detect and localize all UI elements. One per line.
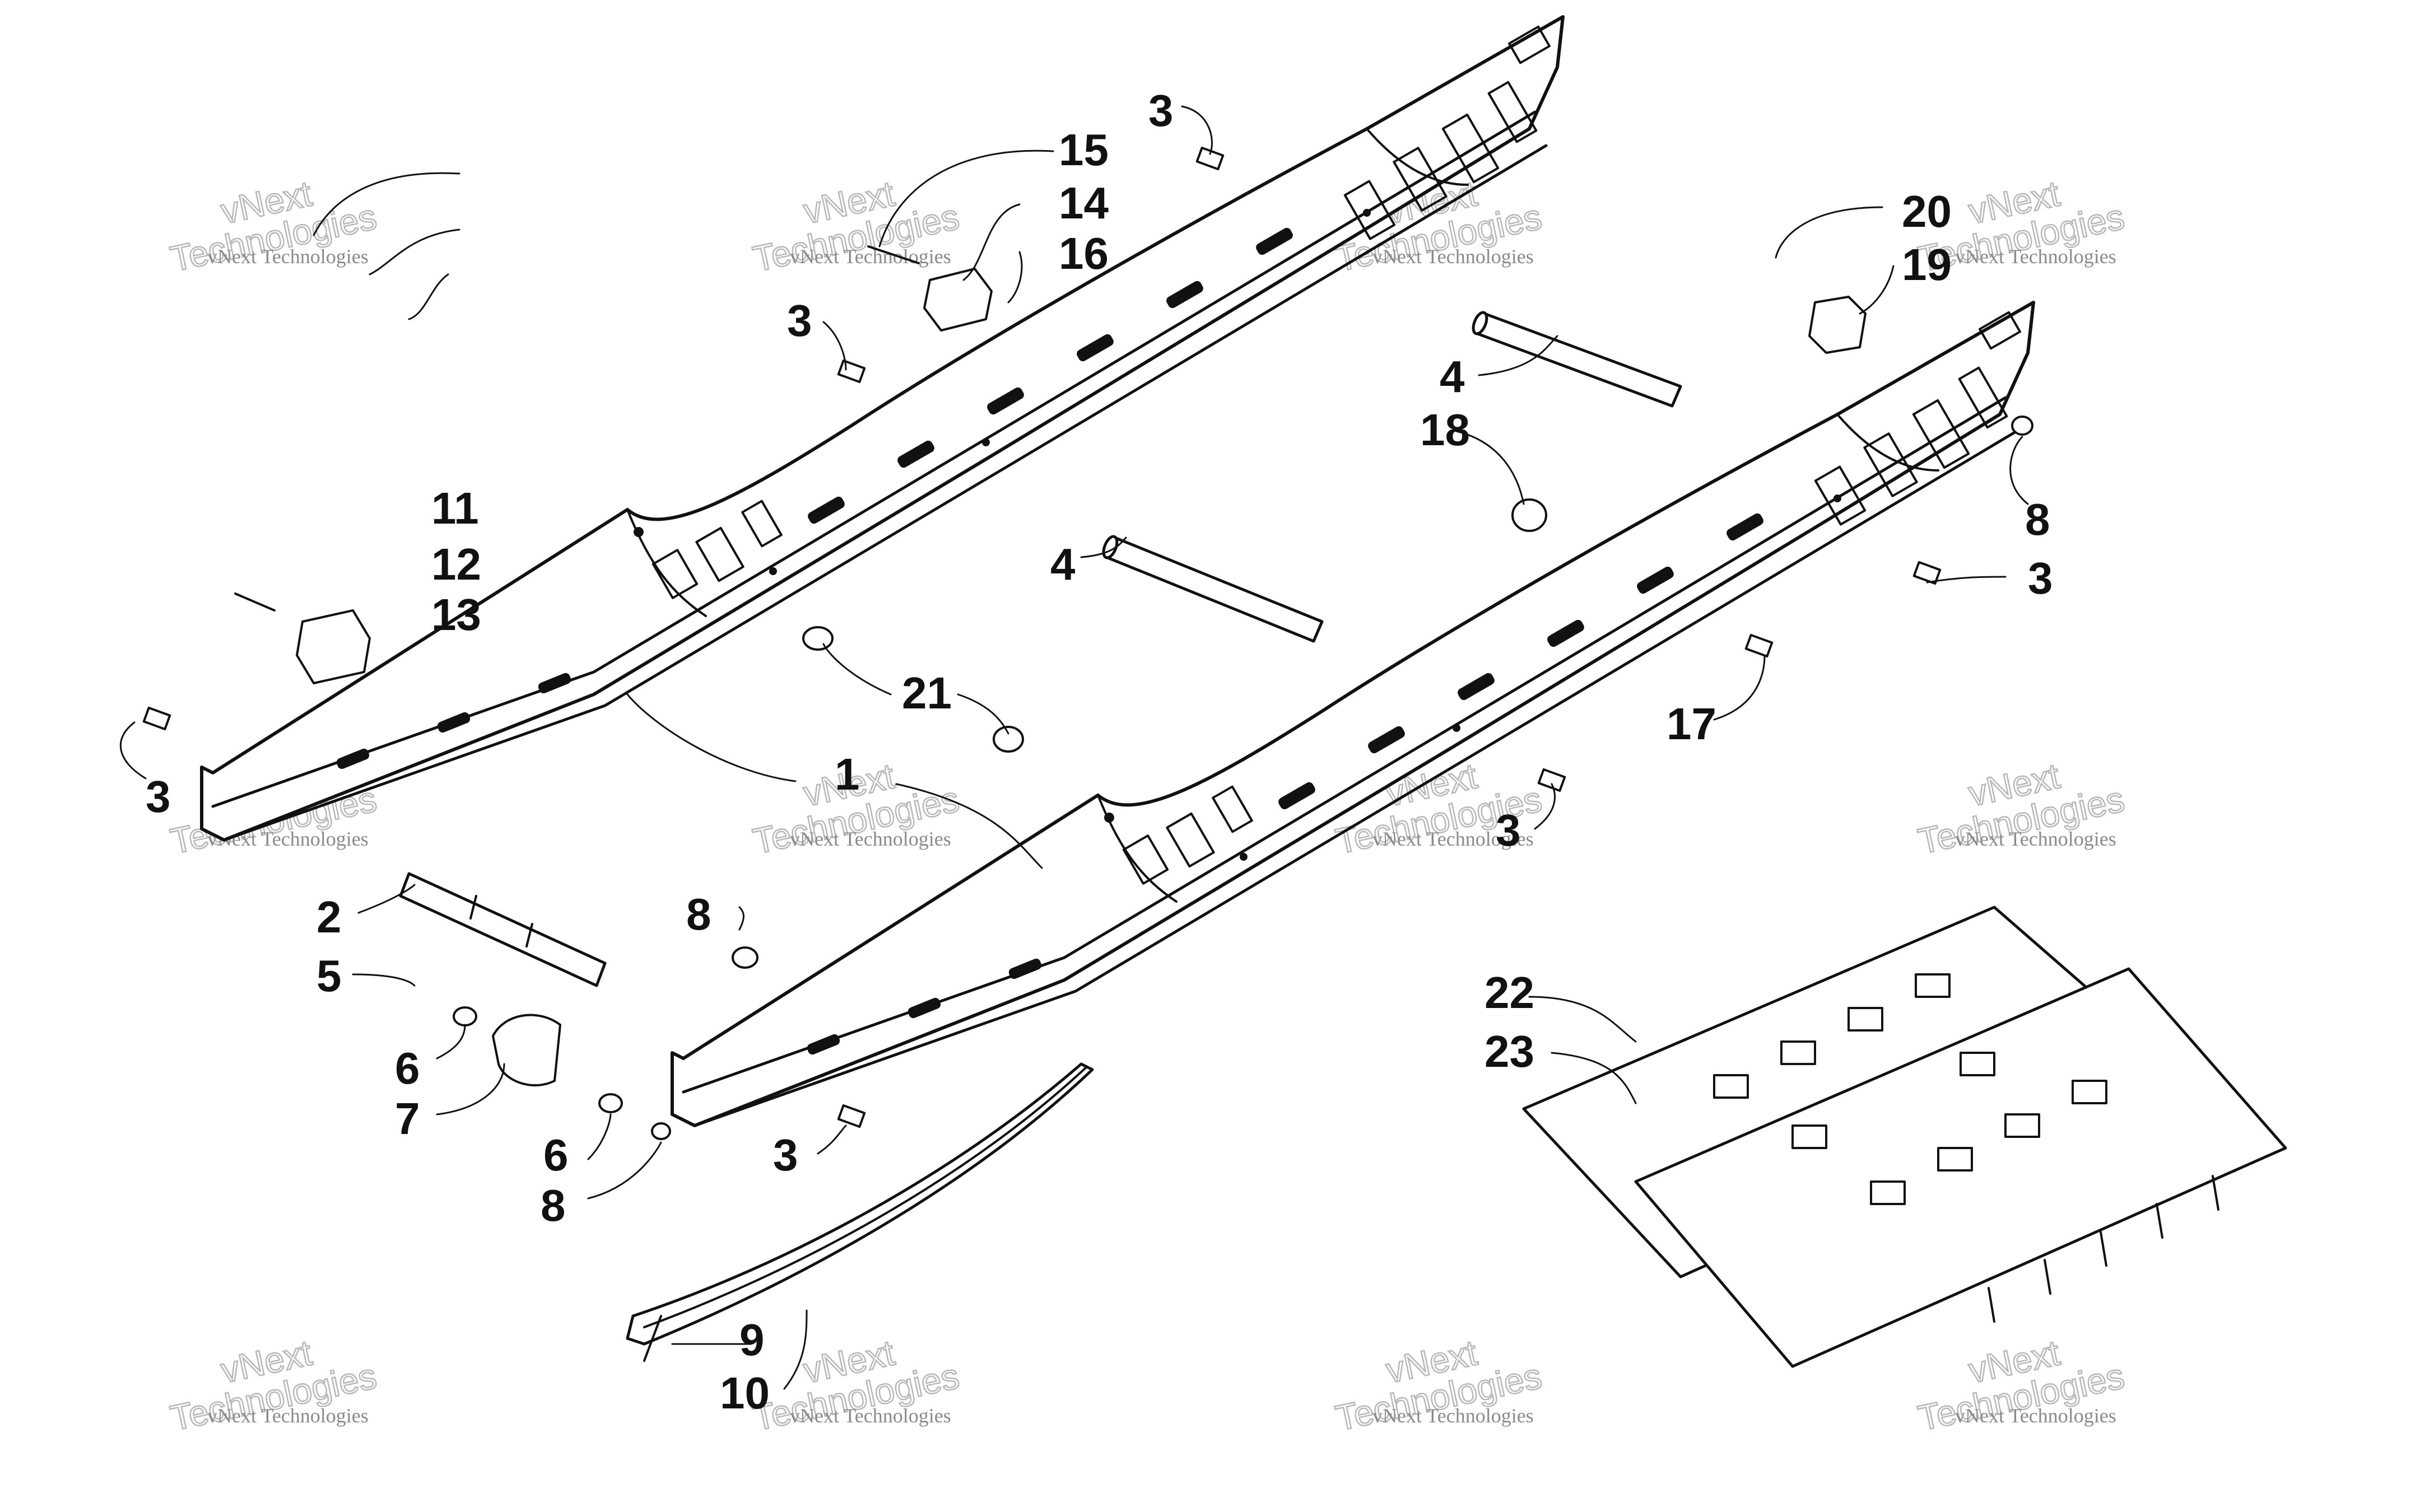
left-rail (200, 15, 1565, 842)
label-6a: 6 (395, 1043, 420, 1093)
label-15: 15 (1059, 125, 1109, 175)
label-3e: 3 (1496, 805, 1521, 855)
label-3c: 3 (146, 772, 171, 822)
part-labels: 1 2 3 3 3 3 3 3 4 4 5 6 6 7 8 8 8 9 10 1… (146, 86, 2053, 1418)
watermark-small: vNext Technologies (207, 245, 369, 268)
label-21: 21 (902, 668, 952, 718)
label-19: 19 (1902, 240, 1952, 290)
label-8b: 8 (541, 1180, 566, 1230)
label-4a: 4 (1440, 352, 1465, 402)
label-17: 17 (1667, 699, 1716, 749)
slide-rail (626, 1062, 1094, 1346)
watermark-small: vNext Technologies (790, 828, 951, 850)
watermark-small: vNext Technologies (207, 1404, 369, 1427)
label-8c: 8 (2025, 494, 2050, 544)
label-10: 10 (720, 1368, 770, 1418)
label-6b: 6 (543, 1130, 569, 1180)
label-8a: 8 (686, 889, 711, 939)
leader-lines (119, 105, 2029, 1390)
label-3f: 3 (773, 1130, 798, 1180)
label-14: 14 (1059, 178, 1109, 228)
label-9: 9 (739, 1315, 765, 1365)
watermark-small: vNext Technologies (1372, 828, 1534, 850)
label-12: 12 (431, 539, 481, 589)
label-4b: 4 (1050, 539, 1076, 589)
label-20: 20 (1902, 186, 1952, 236)
label-23: 23 (1484, 1026, 1534, 1076)
watermark-small: vNext Technologies (1372, 245, 1534, 268)
label-7: 7 (395, 1094, 420, 1144)
label-18: 18 (1420, 405, 1470, 455)
watermark-small: vNext Technologies (1955, 1404, 2116, 1427)
label-16: 16 (1059, 228, 1109, 278)
label-5: 5 (317, 951, 342, 1001)
label-13: 13 (431, 590, 481, 640)
label-11: 11 (431, 483, 479, 533)
right-rail (671, 301, 2035, 1127)
label-22: 22 (1484, 968, 1534, 1018)
watermark-small: vNext Technologies (1955, 828, 2116, 850)
label-2: 2 (317, 892, 342, 942)
watermark-small: vNext Technologies (1372, 1404, 1534, 1427)
watermark-small: vNext Technologies (790, 1404, 951, 1427)
hardware (142, 146, 2033, 1362)
label-3b: 3 (787, 296, 812, 346)
watermark-small: vNext Technologies (790, 245, 951, 268)
label-3a: 3 (1148, 86, 1174, 136)
watermark-small: vNext Technologies (1955, 245, 2116, 268)
track (1522, 906, 2287, 1368)
label-3d: 3 (2028, 553, 2053, 603)
label-1: 1 (835, 749, 860, 799)
